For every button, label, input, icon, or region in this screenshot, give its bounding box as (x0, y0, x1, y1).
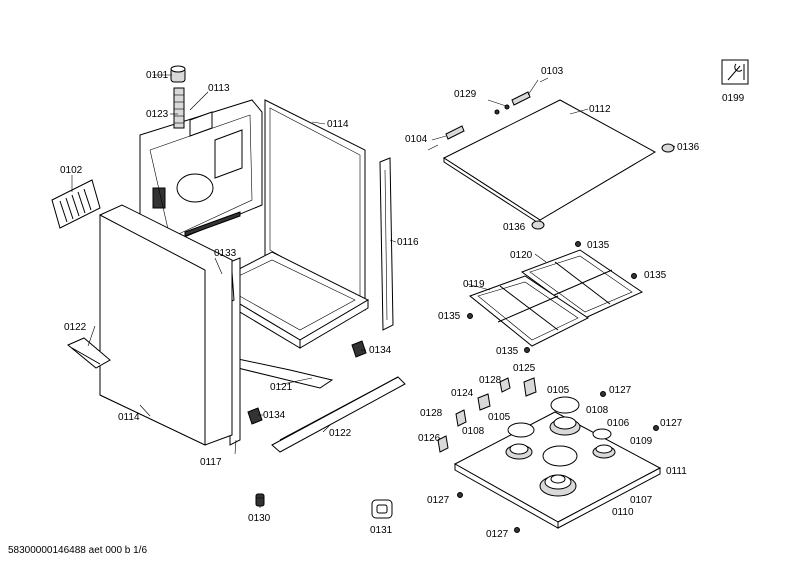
left-plinth (67, 337, 111, 369)
burner-cap-left (507, 422, 535, 438)
label-0102: 0102 (60, 165, 83, 176)
support-screw-3 (467, 313, 473, 319)
label-0135-d: 0135 (496, 346, 519, 357)
label-0128-a: 0128 (479, 375, 502, 386)
label-0107: 0107 (630, 495, 653, 506)
side-rail (379, 157, 394, 331)
buffer-right (661, 143, 675, 153)
label-0119: 0119 (463, 279, 485, 290)
cap (170, 65, 186, 83)
label-0106: 0106 (607, 418, 630, 429)
hob-plate (453, 411, 662, 529)
burner-left-medium (505, 443, 533, 460)
label-0122-left: 0122 (64, 322, 87, 333)
knob-bracket-0128a (499, 377, 511, 393)
label-0121: 0121 (270, 382, 293, 393)
label-0135-c: 0135 (438, 311, 461, 322)
label-0120: 0120 (510, 250, 533, 261)
hinge-pins (494, 104, 510, 115)
label-0129: 0129 (454, 89, 477, 100)
label-0136-right: 0136 (677, 142, 700, 153)
wrench-screwdriver-icon (721, 59, 749, 85)
label-0113: 0113 (208, 83, 230, 94)
part-labels: 0101 0113 0123 0102 0114 0116 0133 0122 … (60, 66, 745, 540)
grommet (371, 499, 393, 519)
knob-bracket-0125 (523, 377, 537, 397)
label-0136-front: 0136 (503, 222, 526, 233)
burner-cap-rear (550, 396, 580, 414)
buffer-front (531, 220, 545, 230)
label-0111: 0111 (666, 466, 687, 477)
label-0123: 0123 (146, 109, 169, 120)
support-screw-4 (524, 347, 530, 353)
label-0134-left: 0134 (263, 410, 286, 421)
screw (255, 493, 265, 507)
back-panel (139, 99, 263, 246)
clip-0127-d (514, 527, 520, 533)
burner-right-small (592, 444, 616, 459)
clip-right (351, 340, 367, 358)
leader-lines (71, 74, 676, 508)
label-0101: 0101 (146, 70, 169, 81)
burner-cap-right (592, 428, 612, 440)
label-0124: 0124 (451, 388, 474, 399)
knob-bracket-0126 (437, 435, 449, 453)
clip-0127-a (600, 391, 606, 397)
label-0103: 0103 (541, 66, 564, 77)
support-screw-2 (631, 273, 637, 279)
label-0127-a: 0127 (609, 385, 632, 396)
label-0135-a: 0135 (587, 240, 610, 251)
vent-grille (51, 179, 101, 229)
label-0135-b: 0135 (644, 270, 667, 281)
label-0127-c: 0127 (427, 495, 450, 506)
right-plinth (271, 376, 406, 453)
label-0110: 0110 (612, 507, 634, 518)
knob-bracket-0128b (455, 409, 467, 427)
burner-front-wok (539, 474, 577, 497)
label-0109: 0109 (630, 436, 653, 447)
label-0130: 0130 (248, 513, 271, 524)
label-0108-b: 0108 (462, 426, 485, 437)
clip-0127-b (653, 425, 659, 431)
label-0127-b: 0127 (660, 418, 683, 429)
insulation-tube (173, 87, 185, 129)
pan-support-front (468, 275, 589, 347)
clip-0127-c (457, 492, 463, 498)
label-0114-front: 0114 (118, 412, 140, 423)
label-0104: 0104 (405, 134, 428, 145)
label-0125: 0125 (513, 363, 536, 374)
left-side-panel (99, 204, 233, 446)
label-0105-b: 0105 (488, 412, 511, 423)
label-0134-right: 0134 (369, 345, 392, 356)
label-0122-right: 0122 (329, 428, 352, 439)
support-screw-1 (575, 241, 581, 247)
label-0126: 0126 (418, 433, 441, 444)
hinge-front (427, 125, 465, 151)
label-0116: 0116 (397, 237, 419, 248)
hinge-rear (511, 77, 549, 106)
label-0117: 0117 (200, 457, 222, 468)
label-0131: 0131 (370, 525, 393, 536)
label-0108-a: 0108 (586, 405, 609, 416)
cover-lid (442, 99, 657, 225)
clip-left (247, 407, 263, 425)
burner-cap-wok (542, 445, 578, 467)
document-id: 58300000146488 aet 000 b 1/6 (8, 545, 147, 556)
knob-bracket-0124 (477, 393, 491, 411)
label-0105-a: 0105 (547, 385, 570, 396)
label-0127-d: 0127 (486, 529, 509, 540)
label-0114-rear: 0114 (327, 119, 349, 130)
label-0112: 0112 (589, 104, 611, 115)
label-0199: 0199 (722, 93, 745, 104)
label-0133: 0133 (214, 248, 237, 259)
burner-rear-large (549, 416, 581, 436)
label-0128-b: 0128 (420, 408, 443, 419)
